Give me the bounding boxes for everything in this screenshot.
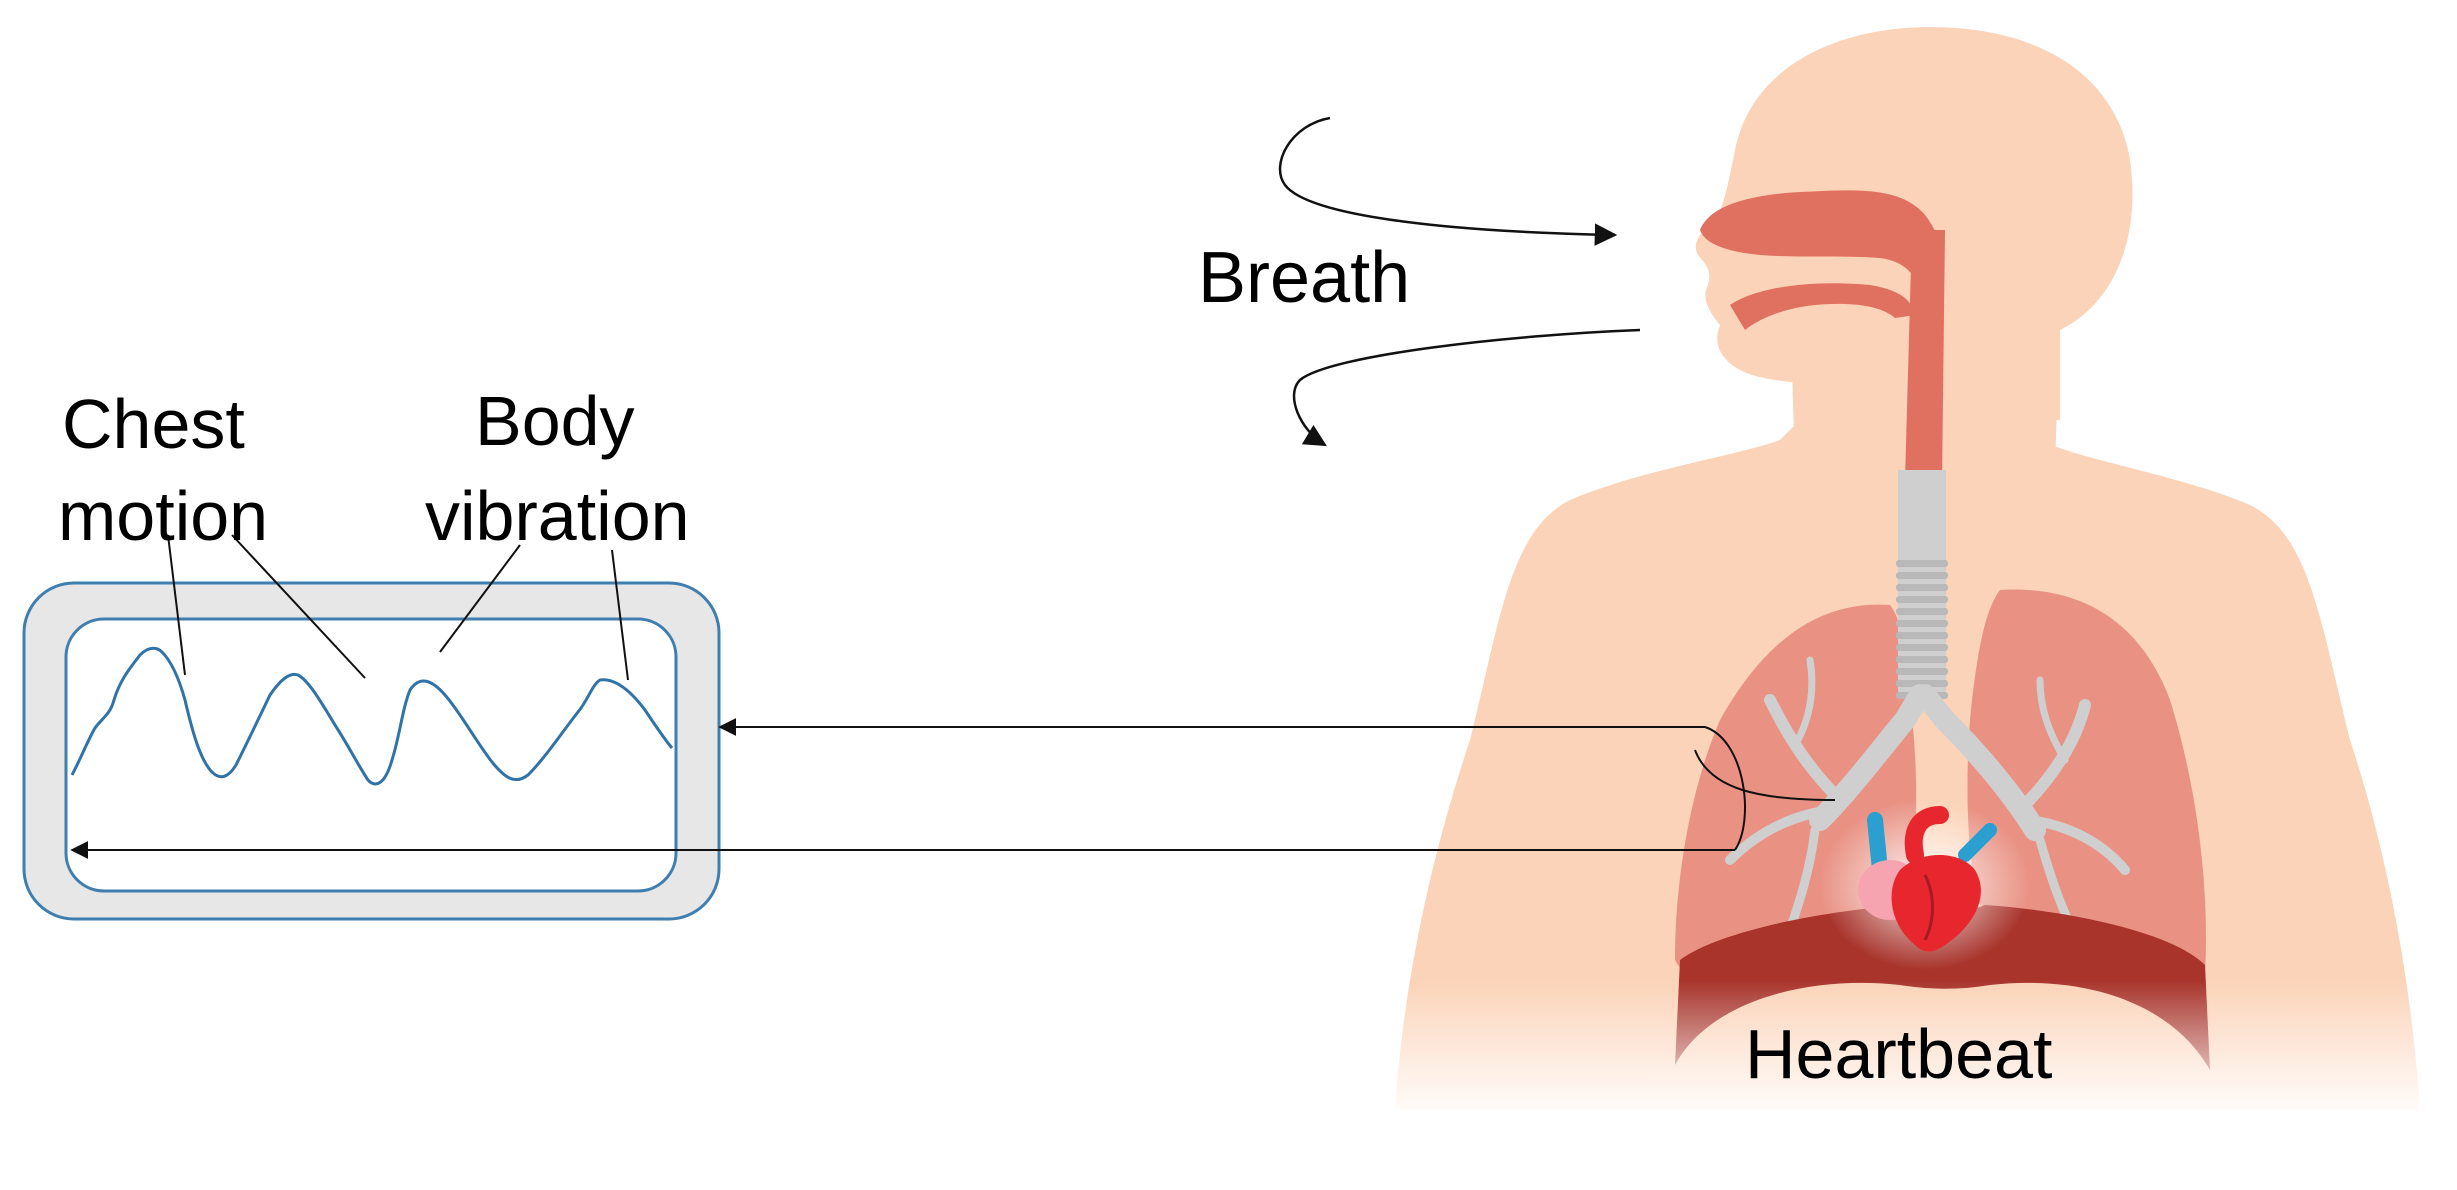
signal-arrows [70, 718, 1836, 859]
exhale-arrow [1292, 328, 1641, 447]
chest-motion-label-line1: Chest [62, 385, 245, 463]
inhale-arrow [1278, 116, 1618, 246]
heartbeat-label: Heartbeat [1745, 1015, 2052, 1093]
human-body [1380, 27, 2440, 1120]
trachea-ring [1896, 644, 1948, 651]
trachea-ring [1896, 572, 1948, 579]
trachea-ring [1896, 560, 1948, 567]
nasal-cavity [1700, 190, 1943, 310]
trachea-ring [1896, 680, 1948, 687]
body-vibration-label-line2: vibration [425, 477, 690, 555]
trachea-ring [1896, 596, 1948, 603]
trachea-ring [1896, 620, 1948, 627]
chest-wave-arc [1704, 726, 1746, 851]
trachea-ring [1896, 584, 1948, 591]
chest-wave-arc-inner [1694, 749, 1836, 801]
chest-motion-label-line2: motion [58, 477, 268, 555]
signal-waveform [70, 646, 674, 786]
body-vibration-label-line1: Body [475, 382, 635, 460]
device-screen [64, 617, 678, 893]
trachea-rings [1896, 560, 1948, 699]
heart-icon [1820, 800, 2030, 970]
trachea-ring [1896, 656, 1948, 663]
label-leaders [167, 534, 629, 681]
pharynx [1905, 230, 1945, 480]
trachea-ring [1896, 632, 1948, 639]
body-bottom-fade [1380, 980, 2440, 1120]
mouth-airway [1730, 283, 1915, 330]
breath-label: Breath [1198, 238, 1410, 318]
breath-arrows [1278, 116, 1641, 447]
trachea-ring [1896, 668, 1948, 675]
trachea-ring [1896, 608, 1948, 615]
sensor-device [22, 581, 721, 921]
